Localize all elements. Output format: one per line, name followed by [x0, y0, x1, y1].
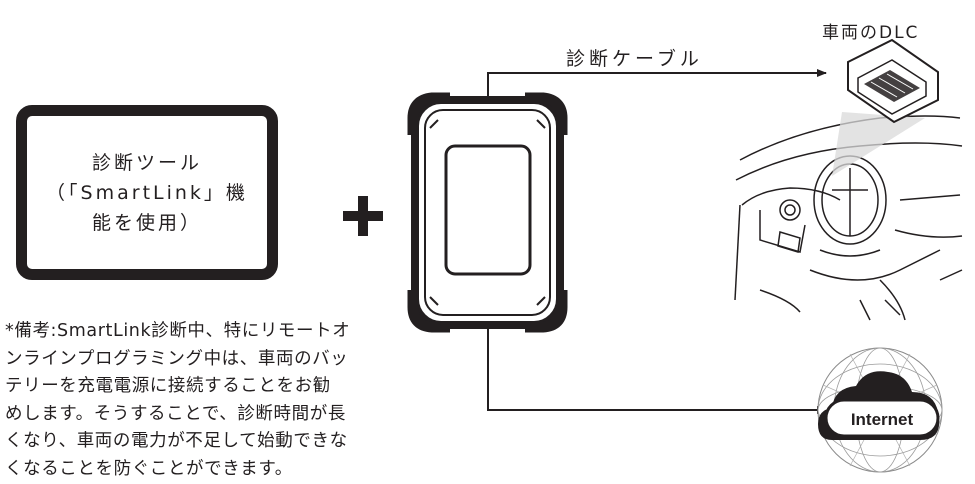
diagnostic-tool-box: 診断ツール （「SmartLink」機 能を使用） [16, 105, 278, 280]
battery-note: *備考:SmartLink診断中、特にリモートオ ンラインプログラミング中は、車… [5, 318, 437, 484]
note-line: ンラインプログラミング中は、車両のバッ [5, 348, 349, 369]
tool-box-line-3: 能を使用） [91, 211, 202, 234]
note-line: くなることを防ぐことができます。 [5, 458, 293, 479]
note-line: テリーを充電電源に接続することをお勧 [5, 376, 331, 397]
cable-line-to-vehicle [487, 69, 827, 103]
note-line: めします。そうすることで、診断時間が長 [5, 403, 346, 424]
line-to-internet [487, 328, 827, 414]
plus-icon [343, 196, 383, 236]
tool-box-line-1: 診断ツール [91, 151, 202, 174]
note-line: くなり、車両の電力が不足して始動できな [5, 431, 348, 452]
vehicle-dlc-label: 車両のDLC [822, 23, 920, 43]
note-line: *備考:SmartLink診断中、特にリモートオ [5, 321, 351, 341]
diagnostic-cable-label: 診断ケーブル [566, 48, 703, 70]
obd-connector-icon [847, 38, 939, 124]
diagnostic-tablet-icon [407, 92, 568, 333]
tool-box-line-2: （「SmartLink」機 [46, 181, 248, 204]
internet-globe-icon [817, 347, 943, 473]
internet-label: Internet [851, 410, 914, 429]
dlc-location-highlight [832, 112, 925, 176]
